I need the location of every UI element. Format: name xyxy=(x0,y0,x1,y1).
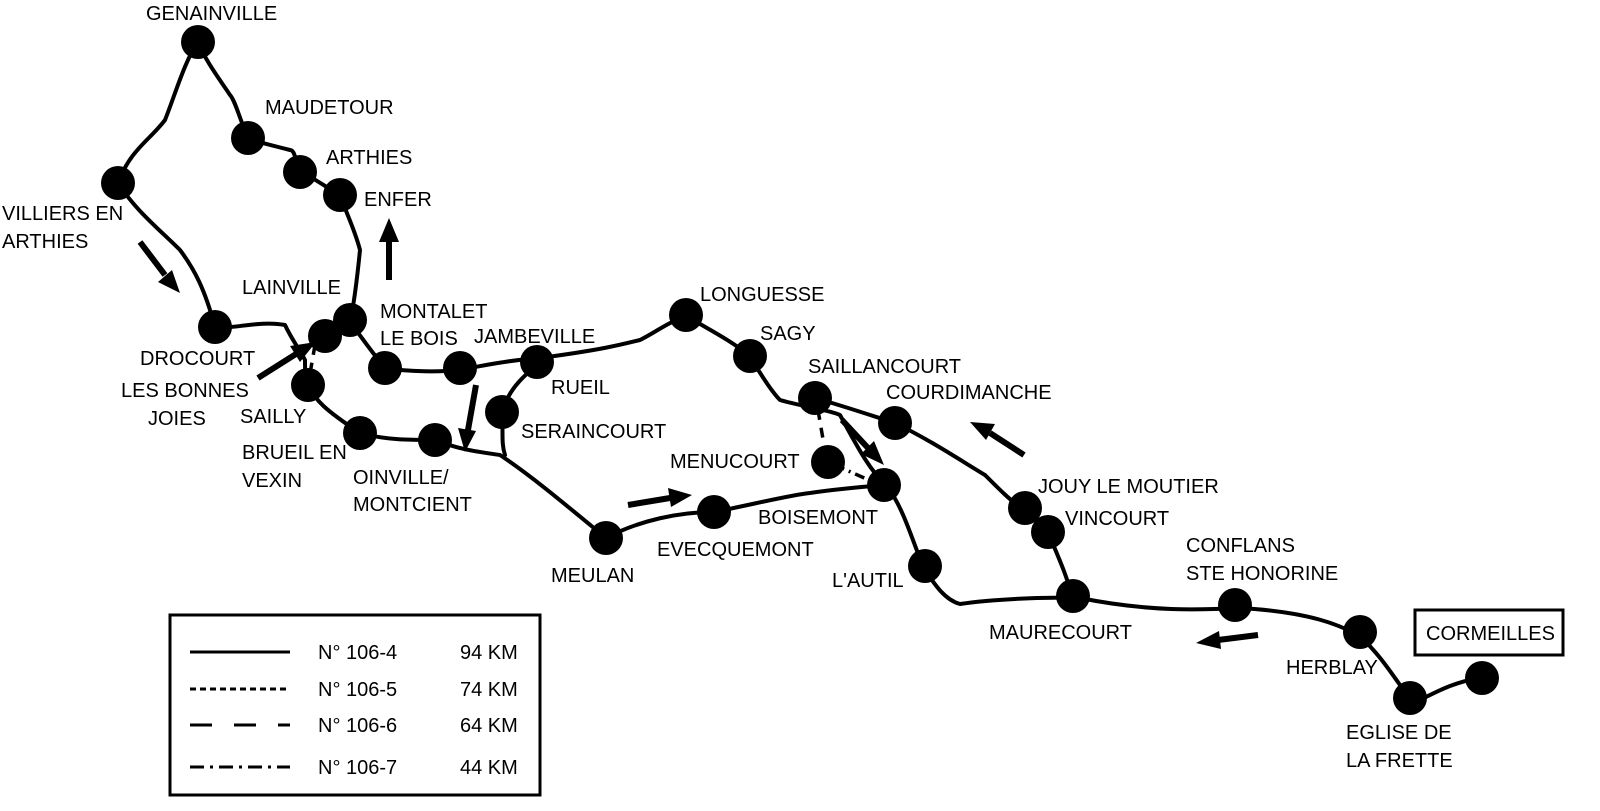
legend-route-label: N° 106-6 xyxy=(318,715,397,737)
town-conflans xyxy=(1218,588,1252,622)
legend-row-106-5: N° 106-5 74 KM xyxy=(190,679,518,701)
town-vincourt xyxy=(1031,515,1065,549)
arrow-evecquemont xyxy=(627,488,692,508)
start-town-box: CORMEILLES xyxy=(1413,608,1565,657)
town-villiers-en-arthies xyxy=(101,166,135,200)
legend-route-label: N° 106-7 xyxy=(318,757,397,779)
label-longuesse: LONGUESSE xyxy=(700,284,824,306)
label-villiers-2: ARTHIES xyxy=(2,231,88,253)
label-villiers-1: VILLIERS EN xyxy=(2,203,123,225)
legend-distance-label: 94 KM xyxy=(460,642,518,664)
label-montalet-1: MONTALET xyxy=(380,301,487,323)
route-106-5-lainville-sailly xyxy=(306,344,317,386)
label-conflans-1: CONFLANS xyxy=(1186,535,1295,557)
town-lainville xyxy=(308,319,342,353)
label-lautil: L'AUTIL xyxy=(832,570,904,592)
label-conflans-2: STE HONORINE xyxy=(1186,563,1338,585)
legend: N° 106-4 94 KM N° 106-5 74 KM N° 106-6 6… xyxy=(168,613,542,797)
label-bonnes-1: LES BONNES xyxy=(121,380,249,402)
town-brueil-en-vexin xyxy=(343,416,377,450)
label-sailly: SAILLY xyxy=(240,406,306,428)
label-maurecourt: MAURECOURT xyxy=(989,622,1132,644)
town-boisemont xyxy=(867,468,901,502)
label-lainville: LAINVILLE xyxy=(242,277,341,299)
town-eglise-de-la-frette xyxy=(1393,681,1427,715)
label-cormeilles: CORMEILLES xyxy=(1426,623,1555,645)
town-maudetour xyxy=(231,121,265,155)
arrow-enfer xyxy=(379,218,399,280)
town-herblay xyxy=(1343,615,1377,649)
town-lautil xyxy=(908,549,942,583)
label-arthies: ARTHIES xyxy=(326,147,412,169)
label-herblay: HERBLAY xyxy=(1286,657,1378,679)
town-drocourt xyxy=(198,310,232,344)
arrow-jambeville xyxy=(458,384,479,452)
town-jambeville xyxy=(443,351,477,385)
town-courdimanche xyxy=(878,406,912,440)
arrow-villiers xyxy=(137,240,180,293)
label-genainville: GENAINVILLE xyxy=(146,3,277,25)
label-meulan: MEULAN xyxy=(551,565,634,587)
town-enfer xyxy=(323,178,357,212)
label-maudetour: MAUDETOUR xyxy=(265,97,394,119)
town-longuesse xyxy=(669,298,703,332)
label-brueil-2: VEXIN xyxy=(242,470,302,492)
label-oinville-2: MONTCIENT xyxy=(353,494,472,516)
label-courdimanche: COURDIMANCHE xyxy=(886,382,1052,404)
town-markers xyxy=(101,25,1499,715)
label-oinville-1: OINVILLE/ xyxy=(353,467,449,489)
label-boisemont: BOISEMONT xyxy=(758,507,878,529)
arrow-saillancourt xyxy=(839,417,884,465)
label-brueil-1: BRUEIL EN xyxy=(242,442,347,464)
label-drocourt: DROCOURT xyxy=(140,348,255,370)
label-menucourt: MENUCOURT xyxy=(670,451,800,473)
town-montalet-le-bois xyxy=(333,303,367,337)
label-saillancourt: SAILLANCOURT xyxy=(808,356,961,378)
legend-route-label: N° 106-5 xyxy=(318,679,397,701)
arrow-bonnes-joies xyxy=(256,342,316,381)
town-jambeville-west xyxy=(368,351,402,385)
town-maurecourt xyxy=(1056,579,1090,613)
label-sagy: SAGY xyxy=(760,323,816,345)
town-seraincourt xyxy=(485,395,519,429)
legend-distance-label: 74 KM xyxy=(460,679,518,701)
label-evecquemont: EVECQUEMONT xyxy=(657,539,814,561)
town-menucourt xyxy=(811,445,845,479)
arrow-courdimanche xyxy=(970,422,1026,458)
route-106-4-line xyxy=(116,40,1482,702)
legend-row-106-7: N° 106-7 44 KM xyxy=(190,757,518,779)
label-bonnes-2: JOIES xyxy=(148,408,206,430)
town-jouy-le-moutier xyxy=(1008,491,1042,525)
label-enfer: ENFER xyxy=(364,189,432,211)
legend-distance-label: 64 KM xyxy=(460,715,518,737)
label-eglise-1: EGLISE DE xyxy=(1346,722,1452,744)
town-meulan xyxy=(589,521,623,555)
town-saillancourt xyxy=(798,381,832,415)
label-seraincourt: SERAINCOURT xyxy=(521,421,666,443)
label-vincourt: VINCOURT xyxy=(1065,508,1169,530)
town-oinville-montcient xyxy=(418,423,452,457)
label-eglise-2: LA FRETTE xyxy=(1346,750,1453,772)
label-jambeville: JAMBEVILLE xyxy=(474,326,595,348)
route-106-6-saillancourt-menucourt xyxy=(816,409,826,446)
town-cormeilles xyxy=(1465,661,1499,695)
legend-row-106-6: N° 106-6 64 KM xyxy=(190,715,518,737)
legend-row-106-4: N° 106-4 94 KM xyxy=(190,642,518,664)
arrow-conflans xyxy=(1196,631,1259,649)
town-sagy xyxy=(733,339,767,373)
town-arthies xyxy=(283,155,317,189)
town-genainville xyxy=(181,25,215,59)
town-rueil xyxy=(520,345,554,379)
label-rueil: RUEIL xyxy=(551,377,610,399)
direction-arrows xyxy=(137,218,1259,649)
label-montalet-2: LE BOIS xyxy=(380,328,458,350)
legend-route-label: N° 106-4 xyxy=(318,642,397,664)
label-jouy: JOUY LE MOUTIER xyxy=(1038,476,1219,498)
town-sailly xyxy=(291,368,325,402)
town-labels: GENAINVILLE MAUDETOUR ARTHIES ENFER VILL… xyxy=(2,3,1453,772)
town-evecquemont xyxy=(697,495,731,529)
legend-distance-label: 44 KM xyxy=(460,757,518,779)
